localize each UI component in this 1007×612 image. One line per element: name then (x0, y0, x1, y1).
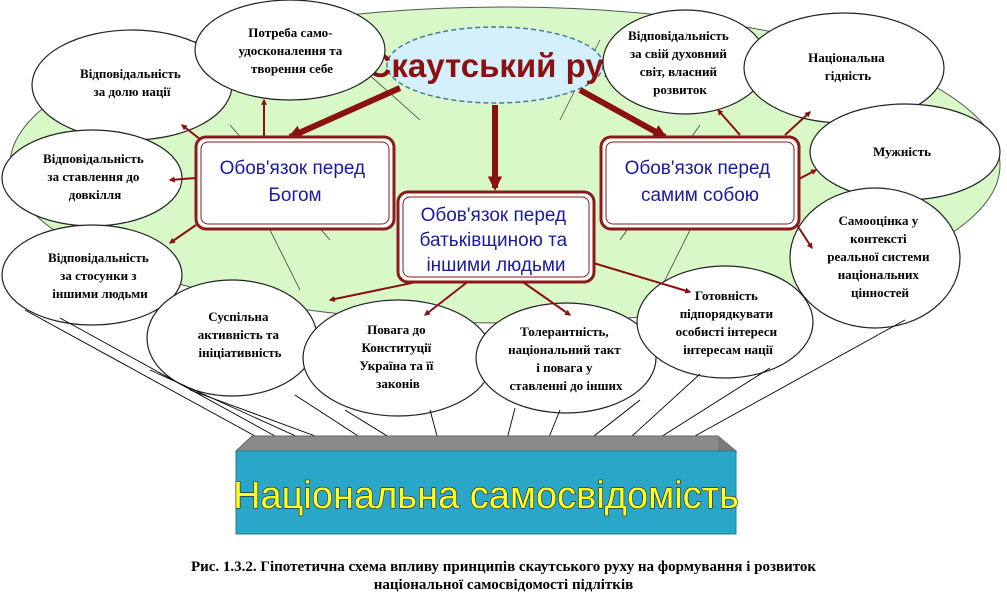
duty-god-line-1: Обов'язок перед (220, 158, 366, 179)
share-nation-line-1: Відповідальність (80, 66, 181, 81)
spiritual-line-3: світ, власний (640, 64, 718, 79)
svg-text:Суспільна активність та: Суспільна активність та ініціативність (198, 309, 283, 360)
readiness-line-2: підпорядкувати (680, 306, 774, 321)
self-improvement-line-3: творення себе (251, 61, 333, 76)
relations-line-2: за стосунки з (60, 268, 137, 283)
duty-homeland-line-1: Обов'язок перед (421, 205, 567, 226)
readiness-line-3: особисті інтереси (676, 324, 778, 339)
oval-self-improvement (194, 0, 386, 101)
courage-line-1: Мужність (873, 144, 931, 159)
svg-text:Відповідальність за стос: Відповідальність за стосунки з іншими лю… (48, 250, 152, 301)
duty-self-line-2: самим собою (641, 185, 759, 206)
readiness-line-1: Готовність (695, 288, 758, 303)
environment-line-3: довкілля (69, 187, 122, 202)
svg-text:Відповідальність за став: Відповідальність за ставлення до довкілл… (43, 151, 147, 202)
caption-line-1: Рис. 1.3.2. Гіпотетична схема впливу при… (190, 559, 817, 575)
activity-line-3: ініціативність (198, 345, 281, 360)
constitution-line-1: Повага до (367, 322, 426, 337)
base-top-face (234, 435, 738, 452)
self-esteem-line-4: національних (838, 267, 920, 282)
self-improvement-line-2: удосконалення та (238, 43, 342, 58)
spiritual-line-2: за свій духовний (630, 46, 727, 61)
oval-tolerance (475, 302, 657, 414)
figure-caption: Рис. 1.3.2. Гіпотетична схема впливу при… (0, 558, 1007, 594)
svg-text:Обов'язок перед самим со: Обов'язок перед самим собою (625, 158, 776, 206)
self-esteem-line-2: контексті (850, 231, 907, 246)
dignity-line-1: Національна (808, 50, 885, 65)
spiritual-line-1: Відповідальність (628, 28, 729, 43)
result-label: Національна самосвідомість (233, 475, 739, 517)
constitution-line-2: Конституції (361, 340, 431, 355)
duty-arrows (168, 98, 818, 316)
relations-line-1: Відповідальність (48, 250, 149, 265)
constitution-line-3: Україна та її (359, 358, 433, 373)
duty-box-god: Обов'язок перед Богом (194, 135, 396, 231)
arrow-to-self (578, 87, 668, 140)
title-label: Скаутський рух (368, 47, 624, 84)
self-esteem-line-3: реальної системи (827, 249, 930, 264)
oval-self-esteem (789, 187, 961, 329)
activity-line-1: Суспільна (208, 309, 269, 324)
spiritual-line-4: розвиток (653, 82, 707, 97)
dignity-line-2: гідність (825, 68, 871, 83)
oval-spiritual (602, 9, 768, 115)
readiness-line-4: інтересам нації (683, 342, 773, 357)
base-front-face (235, 450, 737, 535)
caption-line-2: національної самосвідомості підлітків (373, 577, 634, 593)
svg-text:Обов'язок перед батьківщ: Обов'язок перед батьківщиною та іншими л… (420, 205, 573, 276)
duty-homeland-line-2: батьківщиною та (420, 230, 568, 251)
oval-relations (1, 224, 183, 326)
duty-box-self: Обов'язок перед самим собою (599, 135, 801, 231)
svg-text:Готовність підпорядкуват: Готовність підпорядкувати особисті інтер… (676, 288, 781, 357)
activity-line-2: активність та (198, 327, 280, 342)
svg-text:Обов'язок перед Богом: Обов'язок перед Богом (220, 158, 371, 206)
constitution-line-4: законів (376, 376, 420, 391)
tolerance-line-3: і повага у (536, 360, 593, 375)
national-consciousness-block: Національна самосвідомість (233, 435, 739, 535)
svg-text:Самооцінка у контексті: Самооцінка у контексті реальної системи … (827, 213, 932, 300)
value-texts: Відповідальність за долю нації Потреба с… (43, 25, 932, 393)
tolerance-line-2: національний такт (508, 342, 621, 357)
environment-line-2: за ставлення до (47, 169, 139, 184)
environment-line-1: Відповідальність (43, 151, 144, 166)
self-improvement-line-1: Потреба само- (248, 25, 332, 40)
title-arrows (287, 85, 668, 191)
svg-text:Толерантність, національ: Толерантність, національний такт і поваг… (508, 324, 624, 393)
svg-text:Відповідальність за свій: Відповідальність за свій духовний світ, … (628, 28, 732, 97)
svg-text:Потреба само- удосконале: Потреба само- удосконалення та творення … (238, 25, 345, 76)
duty-god-line-2: Богом (268, 185, 321, 206)
self-esteem-line-1: Самооцінка у (839, 213, 919, 228)
svg-text:Відповідальність за долю: Відповідальність за долю нації (80, 66, 184, 99)
duty-box-homeland: Обов'язок перед батьківщиною та іншими л… (396, 190, 596, 284)
tolerance-line-1: Толерантність, (520, 324, 608, 339)
tolerance-line-4: ставленні до інших (510, 378, 623, 393)
duty-self-line-1: Обов'язок перед (625, 158, 771, 179)
arrow-to-god (287, 85, 402, 140)
duty-homeland-line-3: іншими людьми (426, 255, 565, 276)
share-nation-line-2: за долю нації (93, 84, 170, 99)
svg-text:Національна гідність: Національна гідність (808, 50, 888, 83)
oval-readiness (636, 265, 814, 379)
relations-line-3: іншими людьми (52, 286, 148, 301)
svg-text:Мужність: Мужність (873, 144, 931, 159)
self-esteem-line-5: цінностей (851, 285, 910, 300)
svg-text:Повага до Конституції: Повага до Конституції Україна та її зако… (359, 322, 436, 391)
value-ovals (1, 0, 1001, 417)
